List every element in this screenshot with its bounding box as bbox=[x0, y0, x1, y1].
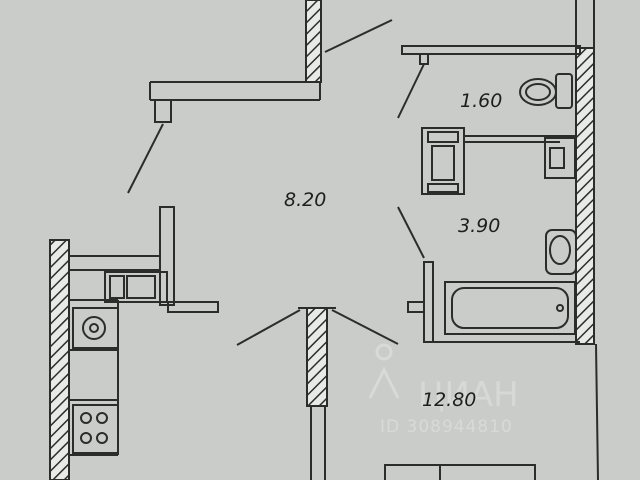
wall-top-center bbox=[305, 0, 322, 83]
kitchen-cabinet-inner bbox=[109, 275, 125, 299]
wall-middle bbox=[306, 307, 328, 407]
bathroom-door-swing bbox=[397, 63, 425, 119]
bath-partition-base bbox=[407, 301, 425, 313]
door-swing-top bbox=[324, 19, 393, 53]
walls bbox=[49, 0, 595, 480]
wall-left bbox=[49, 239, 70, 480]
kitchen-cabinet bbox=[104, 271, 168, 303]
sink-icon bbox=[544, 137, 576, 179]
wall-right bbox=[575, 47, 595, 345]
right-lower-line bbox=[595, 343, 599, 480]
watermark: ЦИАН ID 308944810 bbox=[368, 343, 519, 437]
room-area-bathroom: 1.60 bbox=[460, 90, 502, 112]
middle-door-left bbox=[236, 309, 301, 346]
room-area-hall: 8.20 bbox=[284, 189, 326, 211]
middle-door-right bbox=[331, 309, 399, 345]
kitchen-ledge bbox=[167, 301, 219, 313]
structure-lines bbox=[69, 0, 599, 480]
watermark-brand: ЦИАН bbox=[418, 375, 519, 415]
bottom-furniture bbox=[384, 464, 536, 480]
door-swing-left bbox=[127, 123, 164, 194]
stove-icon bbox=[72, 404, 119, 454]
washbasin-icon bbox=[545, 229, 577, 275]
watermark-logo-icon bbox=[368, 343, 400, 399]
bathroom-door-jamb bbox=[419, 53, 429, 65]
bath-partition bbox=[423, 261, 434, 343]
bathroom-top-wall bbox=[401, 45, 581, 55]
toilet-icon bbox=[519, 73, 573, 109]
bath-door-swing bbox=[397, 206, 425, 259]
fixtures bbox=[72, 73, 577, 454]
kitchen-sink-icon bbox=[72, 307, 119, 349]
watermark-id: ID 308944810 bbox=[380, 417, 513, 437]
kitchen-cabinet-inner-2 bbox=[126, 275, 156, 299]
bathtub-icon bbox=[444, 281, 576, 335]
room-area-toilet-bath: 3.90 bbox=[458, 215, 500, 237]
column-stub bbox=[154, 99, 172, 123]
room-area-living: 12.80 bbox=[422, 389, 476, 411]
